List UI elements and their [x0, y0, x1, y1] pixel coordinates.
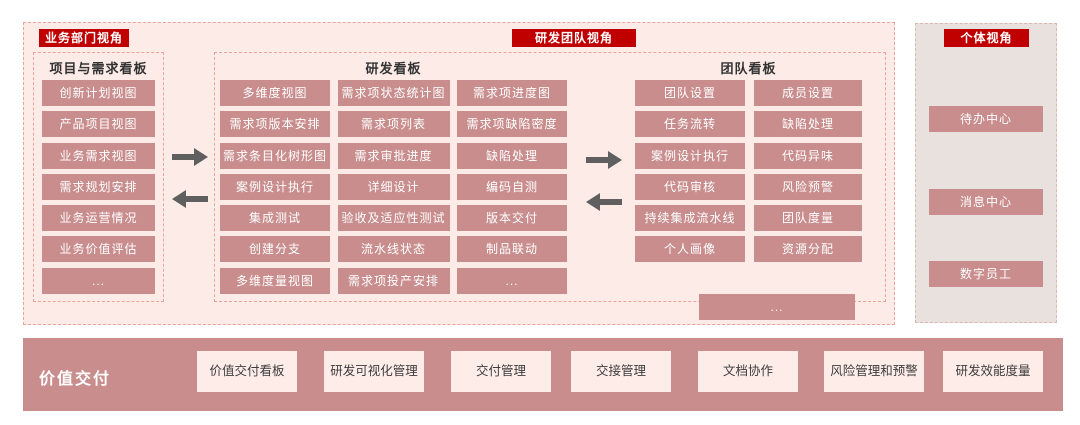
board-chip: 验收及适应性测试: [337, 205, 450, 232]
board-chip: 代码审核: [635, 173, 745, 200]
board-chip: 案例设计执行: [220, 173, 330, 200]
arrow-right-icon: [586, 151, 622, 169]
value-delivery-item: 研发可视化管理: [324, 351, 424, 392]
value-delivery-item: 研发效能度量: [943, 351, 1043, 392]
board-chip-more: ...: [457, 267, 567, 294]
value-delivery-item: 文档协作: [698, 351, 798, 392]
value-delivery-item: 风险管理和预警: [824, 351, 924, 392]
arrow-left-icon: [172, 190, 208, 208]
board-chip: 需求规划安排: [42, 173, 155, 200]
board-chip: 案例设计执行: [635, 142, 745, 169]
board-chip: 需求条目化树形图: [220, 142, 330, 169]
board-chip: 代码异味: [754, 142, 862, 169]
board-chip: 集成测试: [220, 205, 330, 232]
board-chip: 创新计划视图: [42, 80, 155, 106]
board-chip: 需求项缺陷密度: [457, 111, 567, 138]
project-requirements-board-title: 项目与需求看板: [49, 61, 148, 76]
board-chip: 消息中心: [929, 189, 1043, 215]
board-chip: 需求项列表: [337, 111, 450, 138]
board-chip: 业务价值评估: [42, 236, 155, 263]
board-chip: 创建分支: [220, 236, 330, 263]
board-chip-more: ...: [42, 267, 155, 294]
board-chip: 待办中心: [929, 106, 1043, 132]
board-chip: 版本交付: [457, 205, 567, 232]
board-chip: 详细设计: [337, 173, 450, 200]
board-chip: 个人画像: [635, 236, 745, 263]
board-chip: 数字员工: [929, 261, 1043, 287]
board-chip: 多维度视图: [220, 80, 330, 106]
individual-view-panel: 个体视角 待办中心 消息中心 数字员工: [915, 23, 1057, 323]
board-chip: 业务需求视图: [42, 142, 155, 169]
team-board-title: 团队看板: [720, 61, 777, 76]
team-board-items: 团队设置 成员设置 任务流转 缺陷处理 案例设计执行 代码异味 代码审核 风险预…: [635, 80, 862, 263]
board-chip: 团队度量: [754, 205, 862, 232]
arrow-left-icon: [586, 193, 622, 211]
board-chip: 需求审批进度: [337, 142, 450, 169]
board-chip: 需求项版本安排: [220, 111, 330, 138]
business-rd-panel: 业务部门视角 研发团队视角 项目与需求看板 创新计划视图 产品项目视图 业务需求…: [23, 22, 895, 325]
board-chip: 缺陷处理: [754, 111, 862, 138]
individual-view-label: 个体视角: [944, 29, 1029, 47]
board-chip: 业务运营情况: [42, 205, 155, 232]
board-chip: 成员设置: [754, 80, 862, 106]
board-chip: 需求项状态统计图: [337, 80, 450, 106]
board-chip: 任务流转: [635, 111, 745, 138]
board-chip-more: ...: [699, 294, 855, 320]
business-view-label: 业务部门视角: [39, 29, 129, 47]
project-requirements-board-items: 创新计划视图 产品项目视图 业务需求视图 需求规划安排 业务运营情况 业务价值评…: [42, 80, 155, 294]
board-chip: 持续集成流水线: [635, 205, 745, 232]
board-chip: 制品联动: [457, 236, 567, 263]
board-chip: 流水线状态: [337, 236, 450, 263]
board-chip: 资源分配: [754, 236, 862, 263]
value-delivery-item: 交付管理: [451, 351, 551, 392]
board-chip: 产品项目视图: [42, 111, 155, 138]
rd-board-items: 多维度视图 需求项状态统计图 需求项进度图 需求项版本安排 需求项列表 需求项缺…: [220, 80, 567, 294]
value-delivery-title: 价值交付: [39, 371, 112, 388]
rd-board-title: 研发看板: [365, 61, 422, 76]
board-chip: 需求项投产安排: [337, 267, 450, 294]
value-delivery-bar: 价值交付 价值交付看板 研发可视化管理 交付管理 交接管理 文档协作 风险管理和…: [23, 338, 1063, 411]
value-delivery-item: 价值交付看板: [197, 351, 297, 392]
board-chip: 需求项进度图: [457, 80, 567, 106]
value-delivery-item: 交接管理: [571, 351, 671, 392]
project-requirements-board: 项目与需求看板 创新计划视图 产品项目视图 业务需求视图 需求规划安排 业务运营…: [33, 52, 164, 302]
board-chip: 编码自测: [457, 173, 567, 200]
rd-team-board-panel: 研发看板 多维度视图 需求项状态统计图 需求项进度图 需求项版本安排 需求项列表…: [214, 52, 886, 320]
board-chip: 团队设置: [635, 80, 745, 106]
board-chip: 风险预警: [754, 173, 862, 200]
arrow-right-icon: [172, 148, 208, 166]
board-chip: 多维度量视图: [220, 267, 330, 294]
rd-team-view-label: 研发团队视角: [512, 29, 636, 47]
board-chip: 缺陷处理: [457, 142, 567, 169]
